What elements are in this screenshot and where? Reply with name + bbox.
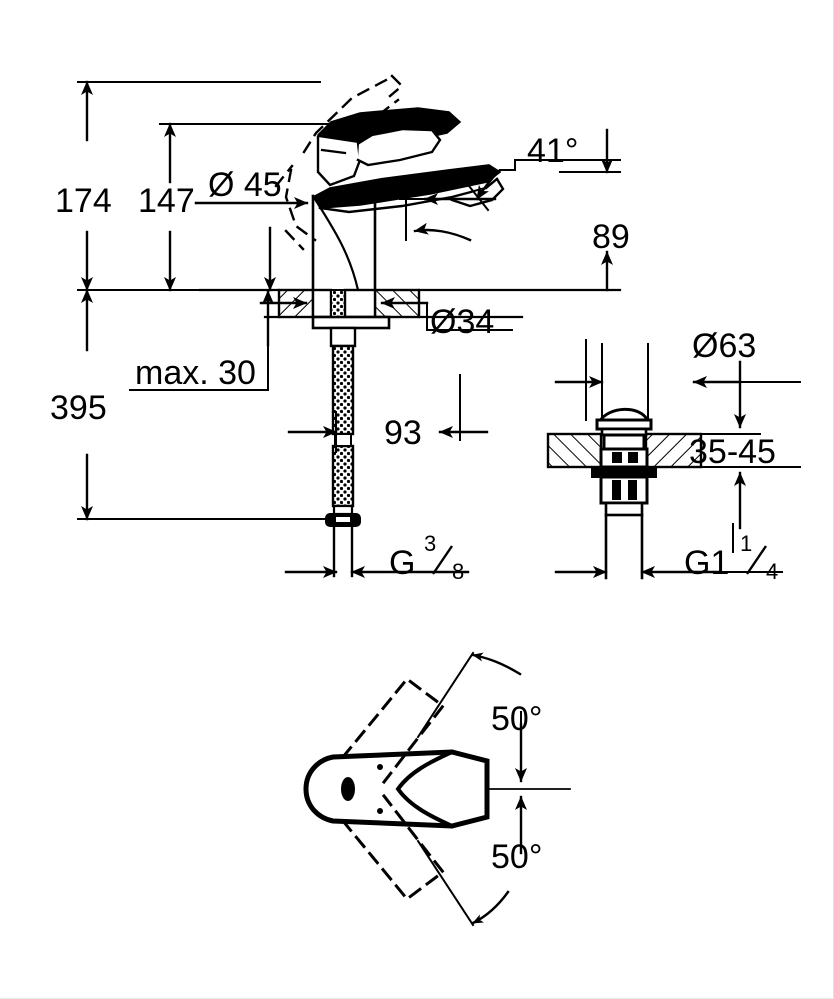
dim-89 xyxy=(559,128,621,292)
lever-handle xyxy=(316,107,462,187)
label-angle-50-lower: 50° xyxy=(491,838,542,876)
handle-top-view xyxy=(303,676,571,902)
dim-max-30 xyxy=(129,289,274,391)
label-89: 89 xyxy=(592,218,630,256)
label-174: 174 xyxy=(55,182,112,220)
label-deck-35-45: 35-45 xyxy=(689,433,776,471)
dim-angle-41 xyxy=(399,159,621,242)
dim-angle-50-upper xyxy=(416,651,527,783)
dim-thread-g114 xyxy=(554,523,783,578)
flexible-hose-lower xyxy=(331,433,355,508)
label-g114-denominator: 4 xyxy=(766,559,778,584)
label-g114-numerator: 1 xyxy=(740,531,752,556)
label-g38-denominator: 8 xyxy=(452,559,464,584)
label-93: 93 xyxy=(384,414,422,452)
label-thread-g38: G 3 8 xyxy=(389,531,464,584)
dimension-lines-left xyxy=(77,80,335,521)
label-angle-41: 41° xyxy=(527,132,578,170)
label-diameter-45: Ø 45 xyxy=(208,166,282,204)
dimension-labels: 174 147 Ø 45 41° 89 Ø34 max. 30 93 395 G… xyxy=(50,132,778,876)
label-g114-letter: G1 xyxy=(684,544,729,582)
hose-end-connector xyxy=(325,504,361,578)
dim-diameter-34 xyxy=(259,297,523,331)
label-g38-letter: G xyxy=(389,544,415,582)
dim-diameter-45 xyxy=(194,197,309,292)
label-395: 395 xyxy=(50,389,107,427)
faucet-front-elevation xyxy=(198,74,622,578)
label-angle-50-upper: 50° xyxy=(491,700,542,738)
label-max-30: max. 30 xyxy=(135,354,256,392)
label-diameter-34: Ø34 xyxy=(430,303,494,341)
label-g38-numerator: 3 xyxy=(424,531,436,556)
label-diameter-63: Ø63 xyxy=(692,327,756,365)
label-147: 147 xyxy=(138,182,195,220)
faucet-body-column xyxy=(311,194,377,292)
mounting-shank xyxy=(311,288,391,348)
label-thread-g114: G1 1 4 xyxy=(684,531,778,584)
dim-angle-50-lower xyxy=(416,795,527,927)
dim-diameter-63 xyxy=(554,339,801,421)
dim-93 xyxy=(287,374,489,453)
